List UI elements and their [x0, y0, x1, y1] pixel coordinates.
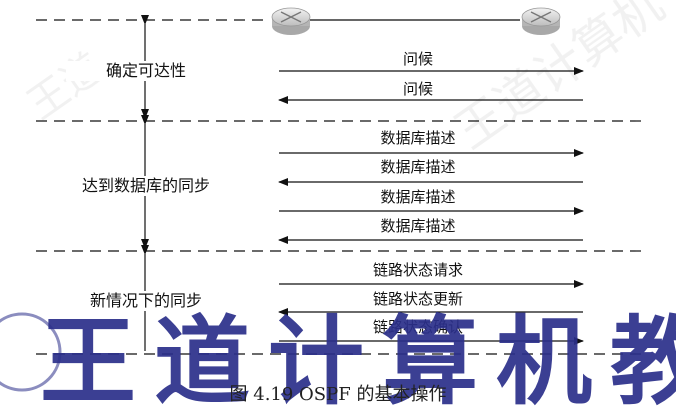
message-label-hello-1: 问候 [402, 50, 433, 68]
background-watermark-text-2: 王道 [19, 45, 111, 129]
figure-caption: 图 4.19 OSPF 的基本操作 [229, 384, 447, 405]
message-label-lsu: 链路状态更新 [372, 290, 463, 308]
message-label-dbd-2: 数据库描述 [380, 158, 456, 176]
message-label-lsack: 链路状态确认 [372, 318, 463, 336]
message-label-lsr: 链路状态请求 [372, 261, 463, 279]
message-label-dbd-4: 数据库描述 [380, 217, 456, 235]
message-label-dbd-3: 数据库描述 [380, 188, 456, 206]
router-icon [271, 7, 311, 35]
phase-label-db-sync: 达到数据库的同步 [66, 176, 226, 196]
message-label-dbd-1: 数据库描述 [380, 129, 456, 147]
router-icon [521, 7, 561, 35]
routers [271, 7, 561, 35]
phase-separators [36, 19, 645, 355]
phase-label-reachability: 确定可达性 [66, 61, 226, 81]
phase-label-new-sync: 新情况下的同步 [66, 291, 226, 311]
message-arrows [278, 67, 584, 345]
message-label-hello-2: 问候 [402, 80, 433, 98]
